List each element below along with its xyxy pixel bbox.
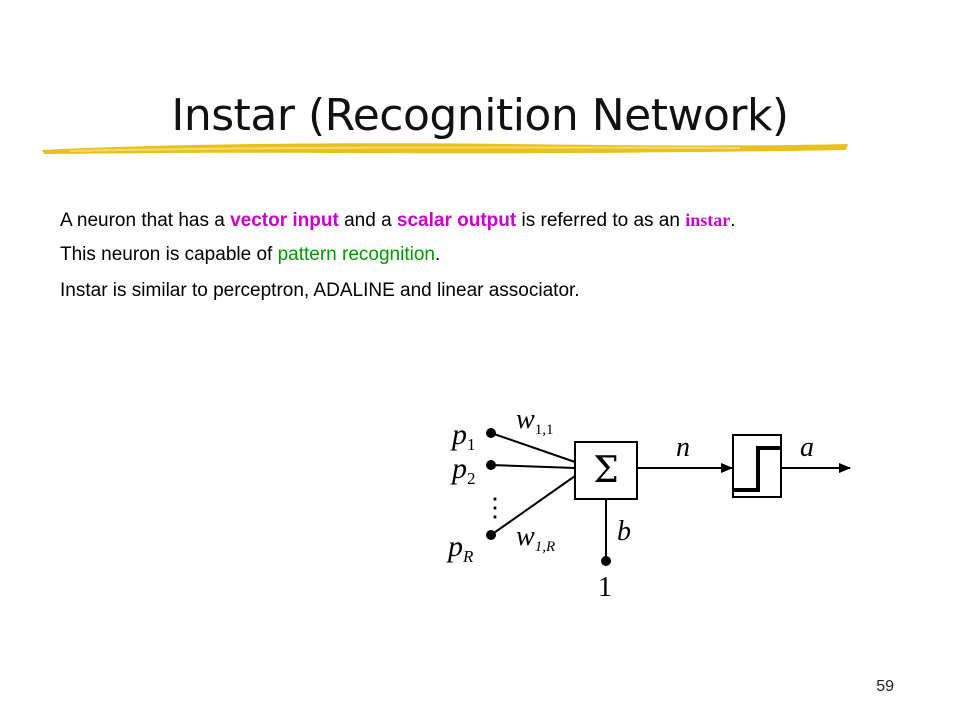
p1-text-before: A neuron that has a	[60, 210, 231, 231]
net-input-label-n: n	[676, 432, 690, 463]
body-text: A neuron that has a vector input and a s…	[60, 206, 880, 313]
p2-text-end: .	[434, 244, 441, 265]
input-label-p2: p2	[450, 452, 476, 488]
hard-limit-step-icon	[732, 446, 782, 492]
slide-title: Instar (Recognition Network)	[171, 90, 789, 141]
slide-number: 59	[876, 678, 894, 695]
title-underline-brush	[42, 143, 848, 154]
highlight-instar: instar	[685, 210, 731, 230]
sum-symbol: Σ	[593, 450, 618, 491]
weight-label-w11: w1,1	[516, 404, 553, 438]
highlight-scalar-output: scalar output	[396, 210, 517, 231]
p1-text-middle: and a	[338, 210, 397, 231]
p1-text-end: .	[730, 210, 736, 231]
instar-neuron-diagram: p1 p2 ⋮ pR w1,1 w1,R Σ n a b 1	[446, 404, 851, 603]
bias-label-b: b	[617, 516, 631, 547]
connection-w1R	[490, 475, 576, 536]
bias-node	[601, 556, 611, 566]
connection-w11	[490, 432, 576, 463]
input-label-pR: pR	[446, 530, 474, 566]
input-label-p1: p1	[450, 418, 476, 454]
output-label-a: a	[800, 432, 814, 463]
bias-constant-one: 1	[598, 572, 612, 603]
p2-text-before: This neuron is capable of	[60, 244, 278, 265]
connection-w12	[490, 464, 576, 469]
p1-text-after: is referred to as an	[516, 210, 686, 231]
highlight-pattern-recognition: pattern recognition	[277, 244, 435, 265]
paragraph-instar-definition: A neuron that has a vector input and a s…	[60, 206, 880, 235]
weight-label-w1R: w1,R	[516, 521, 555, 555]
highlight-vector-input: vector input	[230, 210, 339, 231]
paragraph-similarity: Instar is similar to perceptron, ADALINE…	[60, 280, 580, 301]
paragraph-pattern-recognition: This neuron is capable of pattern recogn…	[60, 241, 880, 269]
inputs-ellipsis: ⋮	[482, 493, 508, 522]
